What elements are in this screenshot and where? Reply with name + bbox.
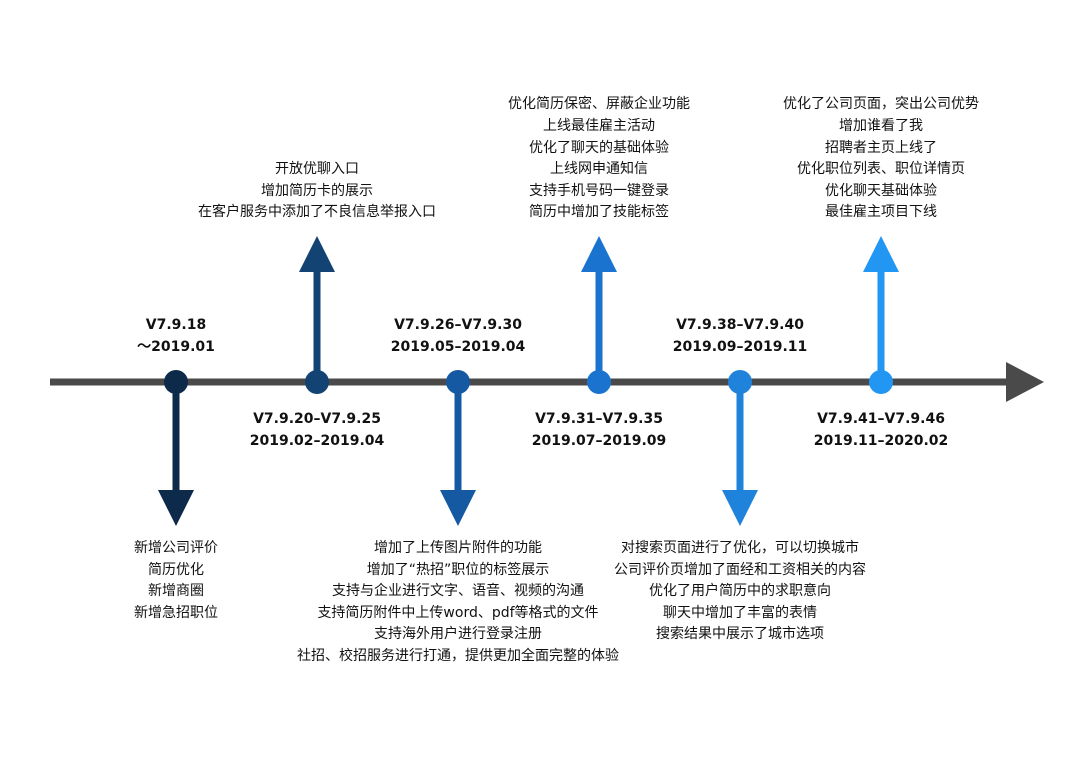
milestone-6-arrow-up-icon — [863, 236, 899, 272]
release-note-item: 增加了“热招”职位的标签展示 — [366, 561, 550, 578]
release-note-item: 增加了上传图片附件的功能 — [374, 540, 542, 556]
milestone-version: V7.9.31–V7.9.35 — [535, 411, 663, 427]
milestone-4-notes: 优化简历保密、屏蔽企业功能上线最佳雇主活动优化了聊天的基础体验上线网申通知信支持… — [389, 94, 809, 224]
milestone-2-arrow-up-icon — [299, 236, 335, 272]
milestone-3-dot — [446, 370, 470, 394]
release-note-item: 新增公司评价 — [134, 540, 218, 556]
release-note-item: 新增急招职位 — [134, 604, 218, 621]
release-note-item: 对搜索页面进行了优化，可以切换城市 — [621, 540, 859, 556]
milestone-5-dot — [728, 370, 752, 394]
milestone-version: V7.9.18 — [145, 317, 207, 333]
release-note-item: 支持简历附件中上传word、pdf等格式的文件 — [317, 604, 599, 621]
milestone-version: V7.9.38–V7.9.40 — [676, 317, 804, 333]
release-note-item: 最佳雇主项目下线 — [825, 204, 937, 221]
milestone-dates: 2019.11–2020.02 — [813, 433, 949, 449]
milestone-5-version-label: V7.9.38–V7.9.40 2019.09–2019.11 — [630, 314, 850, 358]
release-note-item: 支持手机号码一键登录 — [529, 182, 669, 199]
milestone-1-notes: 新增公司评价简历优化新增商圈新增急招职位 — [0, 538, 386, 624]
release-note-item: 社招、校招服务进行打通，提供更加全面完整的体验 — [297, 647, 619, 664]
release-note-item: 增加简历卡的展示 — [261, 182, 373, 199]
release-note-item: 优化了聊天的基础体验 — [529, 139, 669, 156]
release-note-item: 公司评价页增加了面经和工资相关的内容 — [614, 561, 866, 578]
milestone-dates: 2019.09–2019.11 — [672, 339, 808, 355]
release-note-item: 增加谁看了我 — [839, 117, 923, 134]
milestone-1-version-label: V7.9.18 ～2019.01 — [66, 314, 286, 358]
release-note-item: 上线最佳雇主活动 — [543, 117, 655, 134]
milestone-4-dot — [587, 370, 611, 394]
release-note-item: 支持海外用户进行登录注册 — [374, 626, 542, 643]
milestone-1-dot — [164, 370, 188, 394]
release-note-item: 优化简历保密、屏蔽企业功能 — [508, 96, 690, 113]
milestone-4-version-label: V7.9.31–V7.9.35 2019.07–2019.09 — [489, 408, 709, 452]
milestone-2-notes: 开放优聊入口增加简历卡的展示在客户服务中添加了不良信息举报入口 — [107, 159, 527, 224]
milestone-version: V7.9.41–V7.9.46 — [817, 411, 945, 427]
milestone-dates: ～2019.01 — [137, 339, 215, 355]
milestone-6-notes: 优化了公司页面，突出公司优势增加谁看了我招聘者主页上线了优化职位列表、职位详情页… — [671, 94, 1080, 224]
release-note-item: 优化职位列表、职位详情页 — [797, 161, 965, 178]
release-note-item: 优化聊天基础体验 — [825, 182, 937, 199]
milestone-1-arrow-down-icon — [158, 490, 194, 526]
milestone-5-arrow-down-icon — [722, 490, 758, 526]
milestone-version: V7.9.26–V7.9.30 — [394, 317, 522, 333]
milestone-4-arrow-up-icon — [581, 236, 617, 272]
release-note-item: 在客户服务中添加了不良信息举报入口 — [198, 204, 436, 221]
milestone-3-version-label: V7.9.26–V7.9.30 2019.05–2019.04 — [348, 314, 568, 358]
milestone-6-version-label: V7.9.41–V7.9.46 2019.11–2020.02 — [771, 408, 991, 452]
release-note-item: 上线网申通知信 — [550, 161, 648, 178]
milestone-2-dot — [305, 370, 329, 394]
milestone-dates: 2019.07–2019.09 — [531, 433, 667, 449]
release-note-item: 聊天中增加了丰富的表情 — [663, 604, 817, 621]
timeline-axis-arrowhead — [1006, 362, 1044, 402]
milestone-2-version-label: V7.9.20–V7.9.25 2019.02–2019.04 — [207, 408, 427, 452]
milestone-6-dot — [869, 370, 893, 394]
milestone-dates: 2019.05–2019.04 — [390, 339, 526, 355]
release-note-item: 简历优化 — [148, 561, 204, 578]
release-note-item: 开放优聊入口 — [275, 161, 359, 178]
milestone-dates: 2019.02–2019.04 — [249, 433, 385, 449]
release-note-item: 搜索结果中展示了城市选项 — [656, 626, 824, 643]
milestone-3-arrow-down-icon — [440, 490, 476, 526]
release-note-item: 简历中增加了技能标签 — [529, 204, 669, 221]
release-note-item: 优化了公司页面，突出公司优势 — [783, 96, 979, 113]
milestone-5-notes: 对搜索页面进行了优化，可以切换城市公司评价页增加了面经和工资相关的内容优化了用户… — [530, 538, 950, 646]
release-note-item: 招聘者主页上线了 — [825, 139, 937, 156]
release-note-item: 优化了用户简历中的求职意向 — [649, 583, 831, 600]
release-note-item: 新增商圈 — [148, 583, 204, 600]
milestone-version: V7.9.20–V7.9.25 — [253, 411, 381, 427]
milestone-3-notes: 增加了上传图片附件的功能增加了“热招”职位的标签展示支持与企业进行文字、语音、视… — [248, 538, 668, 668]
release-note-item: 支持与企业进行文字、语音、视频的沟通 — [332, 583, 584, 600]
